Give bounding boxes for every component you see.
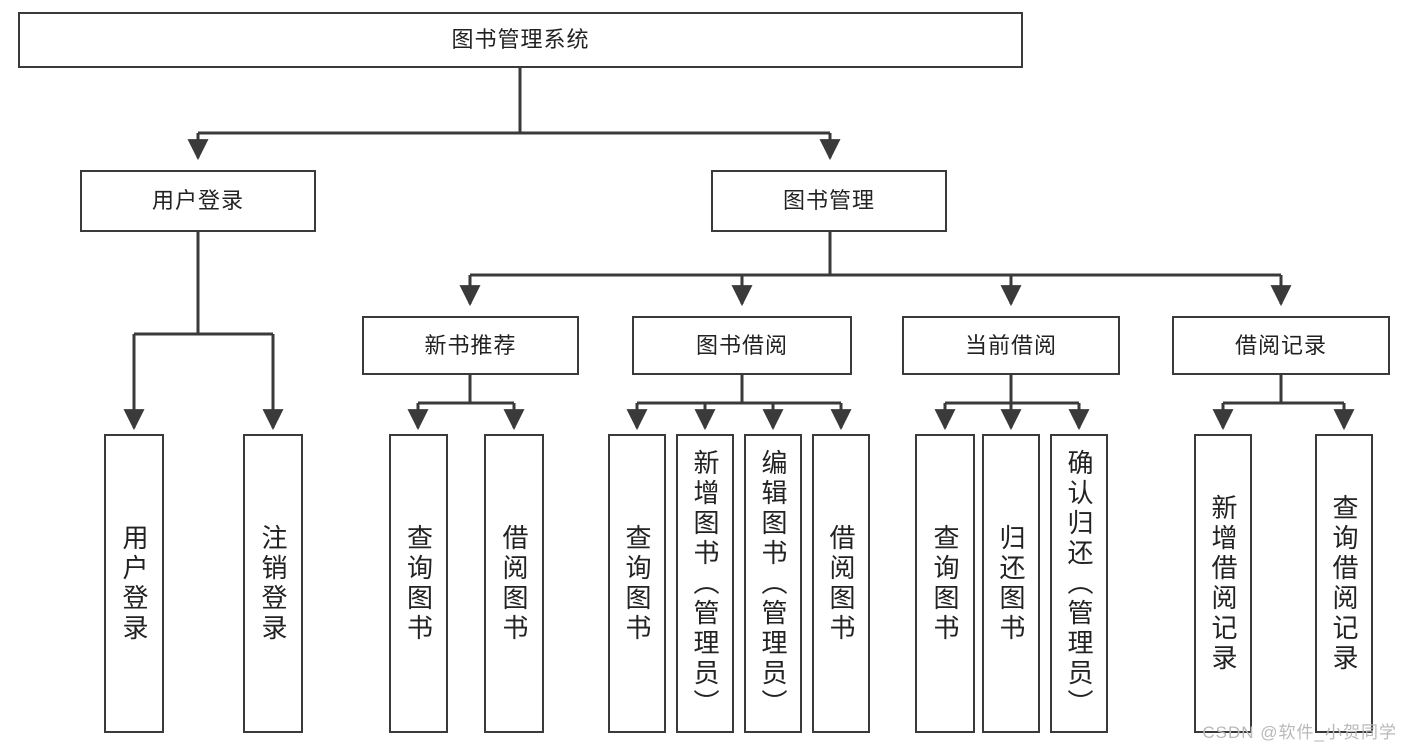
node-leaf-borrow-book-1[interactable]: 借阅图书 (484, 434, 544, 733)
node-label: 查询借阅记录 (1329, 493, 1359, 674)
node-label: 当前借阅 (964, 332, 1057, 358)
node-borrow-record[interactable]: 借阅记录 (1172, 316, 1390, 375)
node-label: 确认归还（管理员） (1064, 448, 1094, 719)
node-leaf-edit-book[interactable]: 编辑图书（管理员） (744, 434, 802, 733)
node-label: 新书推荐 (424, 332, 517, 358)
node-label: 注销登录 (258, 523, 288, 644)
node-user-login[interactable]: 用户登录 (80, 170, 316, 232)
node-leaf-return-book[interactable]: 归还图书 (982, 434, 1040, 733)
node-leaf-confirm-return[interactable]: 确认归还（管理员） (1050, 434, 1108, 733)
node-label: 编辑图书（管理员） (758, 448, 788, 719)
node-leaf-borrow-book-2[interactable]: 借阅图书 (812, 434, 870, 733)
node-label: 查询图书 (622, 523, 652, 644)
node-label: 查询图书 (930, 523, 960, 644)
node-label: 新增借阅记录 (1208, 493, 1238, 674)
node-leaf-query-book-2[interactable]: 查询图书 (608, 434, 666, 733)
node-leaf-user-logout[interactable]: 注销登录 (243, 434, 303, 733)
node-leaf-user-login[interactable]: 用户登录 (104, 434, 164, 733)
node-label: 图书管理系统 (451, 27, 590, 53)
node-leaf-query-book-1[interactable]: 查询图书 (389, 434, 448, 733)
node-label: 图书借阅 (695, 332, 788, 358)
node-label: 借阅记录 (1234, 332, 1327, 358)
node-label: 借阅图书 (826, 523, 856, 644)
node-label: 归还图书 (996, 523, 1026, 644)
node-label: 用户登录 (119, 523, 149, 644)
node-label: 图书管理 (782, 188, 875, 214)
node-leaf-add-record[interactable]: 新增借阅记录 (1194, 434, 1252, 733)
node-root-book-management-system[interactable]: 图书管理系统 (18, 12, 1023, 68)
node-leaf-query-record[interactable]: 查询借阅记录 (1315, 434, 1373, 733)
node-book-manage[interactable]: 图书管理 (711, 170, 947, 232)
node-label: 新增图书（管理员） (690, 448, 720, 719)
node-label: 借阅图书 (499, 523, 529, 644)
node-current-borrow[interactable]: 当前借阅 (902, 316, 1120, 375)
node-leaf-query-book-3[interactable]: 查询图书 (915, 434, 975, 733)
node-leaf-add-book[interactable]: 新增图书（管理员） (676, 434, 734, 733)
node-new-book-rec[interactable]: 新书推荐 (362, 316, 579, 375)
node-label: 查询图书 (403, 523, 434, 644)
node-book-borrow[interactable]: 图书借阅 (632, 316, 852, 375)
node-label: 用户登录 (151, 188, 244, 214)
